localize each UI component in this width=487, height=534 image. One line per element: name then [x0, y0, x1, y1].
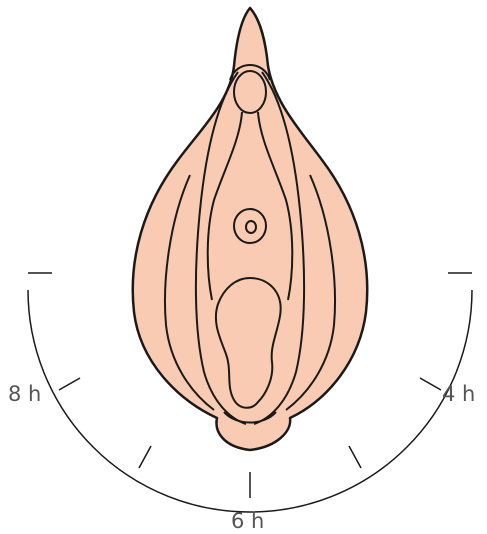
clock-tick-7h — [139, 446, 151, 468]
clock-tick-4h — [420, 378, 441, 390]
clock-label-6h: 6 h — [231, 509, 264, 533]
clock-tick-8h — [59, 378, 80, 390]
clitoris — [234, 71, 266, 113]
clock-label-4h: 4 h — [442, 382, 475, 406]
clock-tick-5h — [349, 446, 361, 468]
clock-label-8h: 8 h — [8, 382, 41, 406]
